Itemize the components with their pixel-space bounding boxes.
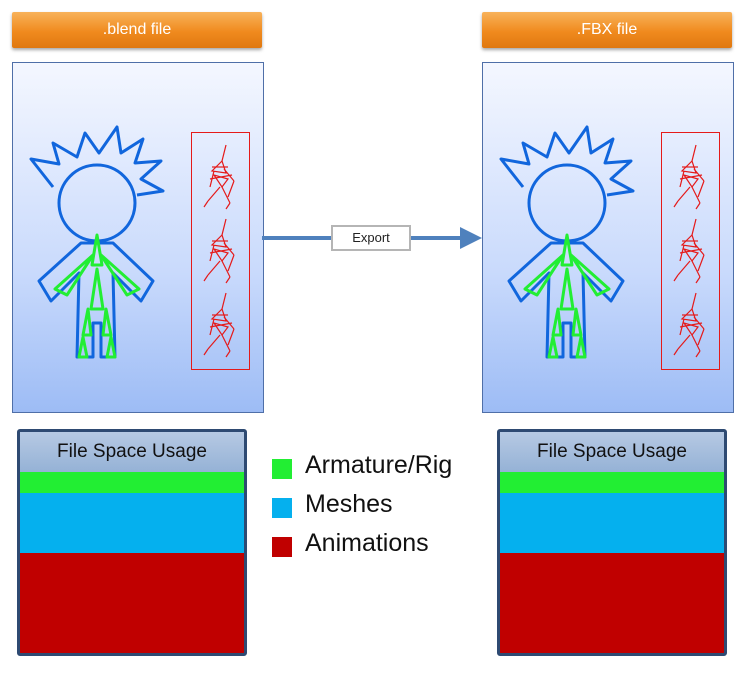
- armature-usage-bar: [500, 472, 724, 493]
- export-label: Export: [331, 225, 411, 251]
- legend-label: Meshes: [305, 490, 393, 518]
- legend-label: Armature/Rig: [305, 451, 453, 479]
- armature-usage-bar: [20, 472, 244, 493]
- animations-swatch: [272, 537, 292, 557]
- meshes-usage-bar: [20, 493, 244, 553]
- character-figure-icon: [499, 125, 635, 359]
- animation-frames-icon: [673, 144, 705, 358]
- animations-usage-bar: [500, 553, 724, 653]
- usage-header: File Space Usage: [20, 432, 244, 472]
- blend-scene-panel: [12, 62, 264, 413]
- legend-label: Animations: [305, 529, 429, 557]
- fbx-usage-panel: File Space Usage: [497, 429, 727, 656]
- fbx-scene-panel: [482, 62, 734, 413]
- blend-file-title: .blend file: [12, 12, 262, 48]
- meshes-swatch: [272, 498, 292, 518]
- fbx-file-title: .FBX file: [482, 12, 732, 48]
- animations-usage-bar: [20, 553, 244, 653]
- usage-header: File Space Usage: [500, 432, 724, 472]
- meshes-usage-bar: [500, 493, 724, 553]
- animations-box: [661, 132, 720, 370]
- blend-usage-panel: File Space Usage: [17, 429, 247, 656]
- animations-box: [191, 132, 250, 370]
- character-figure-icon: [29, 125, 165, 359]
- armature-swatch: [272, 459, 292, 479]
- animation-frames-icon: [203, 144, 235, 358]
